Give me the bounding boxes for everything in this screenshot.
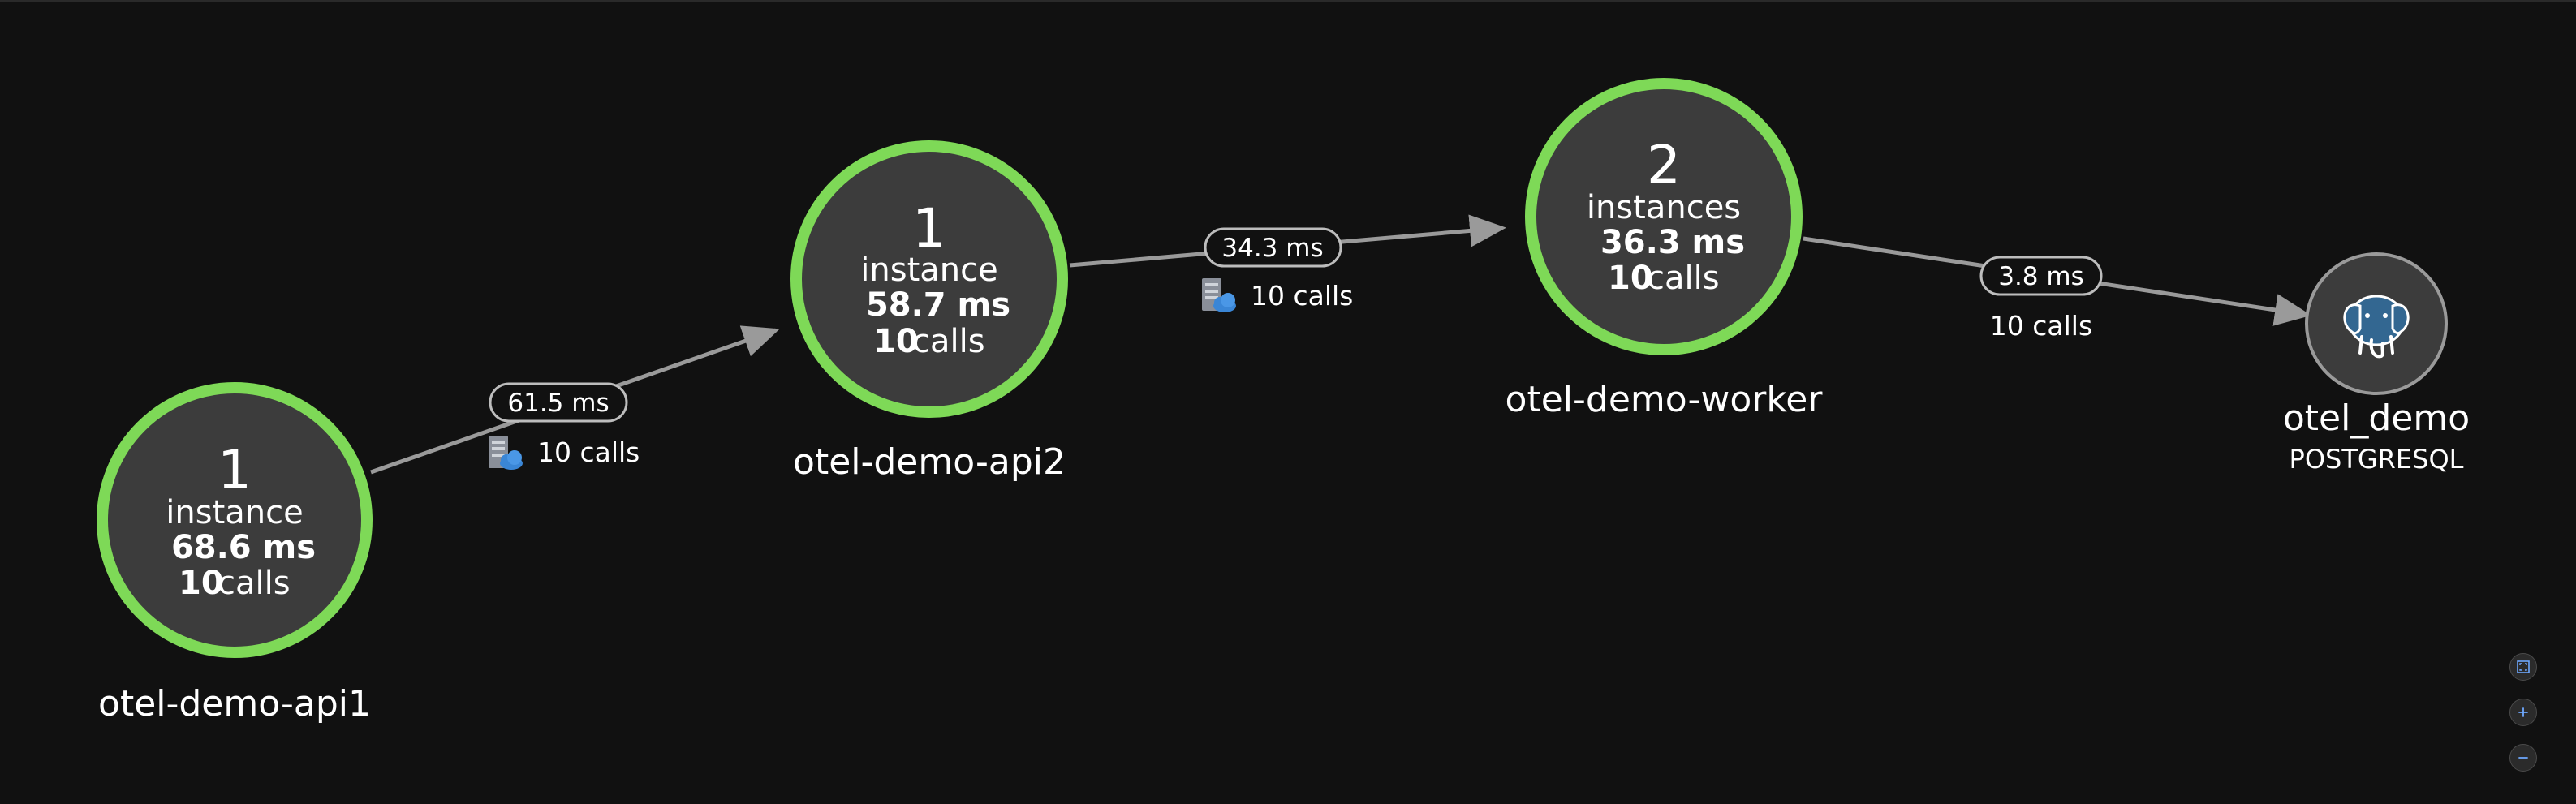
node-name: otel-demo-api2 (793, 441, 1066, 483)
node-duration: 58.7 ms (866, 286, 1010, 324)
instance-count: 1 (912, 197, 946, 260)
node-duration: 68.6 ms (171, 529, 316, 566)
instance-label: instances (1587, 189, 1741, 226)
fit-to-screen-icon (2517, 660, 2530, 673)
edge-duration-label: 34.3 ms (1221, 234, 1323, 263)
node-calls-unit: calls (218, 565, 291, 602)
instance-count: 1 (218, 439, 252, 501)
node-calls-value: 10 (873, 323, 919, 360)
edge-duration-badge (1979, 256, 2103, 296)
edge-api1-to-api2[interactable]: 61.5 ms 10 calls (370, 325, 780, 475)
node-calls-unit: calls (1647, 260, 1720, 297)
database-name: otel_demo (2283, 398, 2470, 439)
zoom-out-button[interactable] (2509, 744, 2537, 772)
node-duration: 36.3 ms (1600, 224, 1745, 261)
database-type: POSTGRESQL (2290, 444, 2464, 475)
postgresql-elephant-icon (2343, 295, 2410, 359)
instance-label: instance (166, 494, 303, 531)
edge-calls-label: 10 calls (537, 436, 640, 468)
instance-label: instance (860, 252, 997, 289)
edge-calls-label: 10 calls (1251, 280, 1353, 312)
server-cloud-icon (489, 436, 523, 470)
node-health-ring (1525, 78, 1803, 355)
node-health-ring (790, 140, 1068, 418)
instance-count: 2 (1647, 134, 1681, 196)
node-otel-demo-database[interactable]: otel_demo POSTGRESQL (2283, 252, 2470, 475)
edge-duration-badge (1204, 227, 1342, 268)
zoom-in-icon (2518, 707, 2528, 717)
node-otel-demo-worker[interactable]: 2 instances 36.3 ms 10 calls otel-demo-w… (1506, 78, 1824, 420)
node-calls-value: 10 (179, 565, 224, 602)
edge-duration-label: 3.8 ms (1998, 262, 2084, 291)
fit-to-screen-button[interactable] (2509, 653, 2537, 681)
node-health-ring (97, 382, 373, 658)
server-cloud-icon (1202, 278, 1236, 312)
edge-worker-to-db[interactable]: 3.8 ms 10 calls (1803, 236, 2311, 342)
edge-duration-badge (489, 382, 628, 423)
node-otel-demo-api2[interactable]: 1 instance 58.7 ms 10 calls otel-demo-ap… (790, 140, 1068, 483)
node-calls-value: 10 (1608, 260, 1653, 297)
node-name: otel-demo-worker (1506, 379, 1824, 420)
edge-api2-to-worker[interactable]: 34.3 ms 10 calls (1069, 214, 1506, 312)
map-controls (2509, 653, 2537, 772)
zoom-in-button[interactable] (2509, 699, 2537, 726)
node-calls-unit: calls (912, 323, 985, 360)
node-name: otel-demo-api1 (98, 683, 371, 724)
edge-duration-label: 61.5 ms (507, 389, 609, 418)
zoom-out-icon (2518, 757, 2528, 759)
edge-calls-label: 10 calls (1990, 310, 2092, 342)
node-otel-demo-api1[interactable]: 1 instance 68.6 ms 10 calls otel-demo-ap… (97, 382, 373, 724)
